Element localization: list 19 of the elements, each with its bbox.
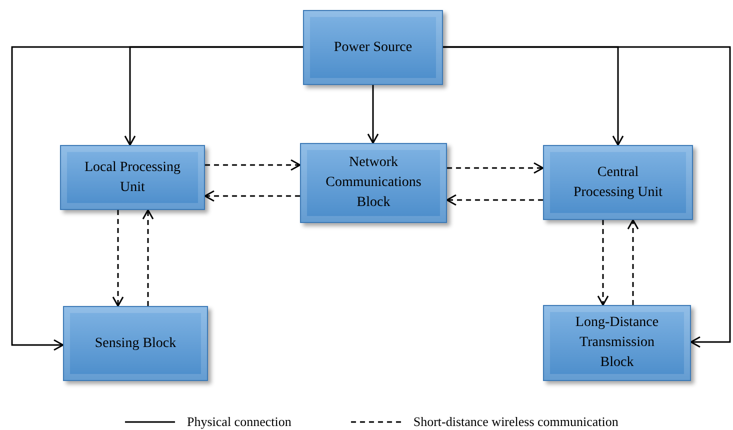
- process-box: Power Source: [303, 10, 443, 85]
- process-box: Local Processing Unit: [60, 145, 205, 210]
- legend-text: Short-distance wireless communication: [413, 413, 618, 430]
- dashed-arrow: [112, 210, 124, 307]
- dashed-arrow: [447, 162, 544, 174]
- dashed-arrow: [597, 220, 609, 306]
- process-box: Sensing Block: [63, 306, 208, 381]
- dashed-arrow: [204, 190, 300, 202]
- arrow: [443, 46, 731, 348]
- process-box: Long-Distance Transmission Block: [543, 305, 691, 381]
- process-box: Central Processing Unit: [543, 145, 693, 220]
- dashed-arrow: [446, 194, 543, 206]
- dashed-arrow: [142, 209, 154, 306]
- legend-text: Physical connection: [187, 413, 292, 430]
- process-box: Network Communications Block: [300, 143, 447, 223]
- arrow: [367, 85, 379, 144]
- arrow: [124, 46, 303, 146]
- dashed-arrow: [205, 159, 301, 171]
- dashed-arrow: [627, 219, 639, 305]
